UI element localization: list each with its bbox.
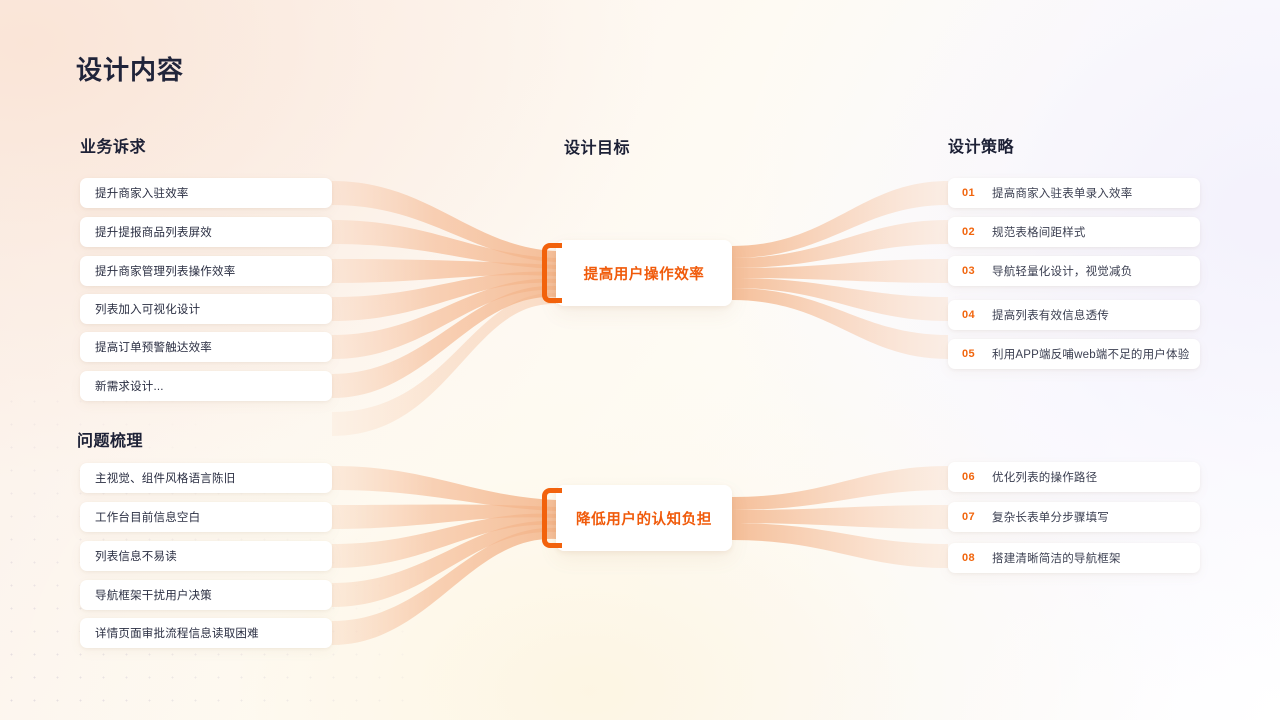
column-header-design-goals: 设计目标 bbox=[564, 140, 631, 157]
strategy-number: 05 bbox=[962, 348, 976, 360]
strategy-label: 导航轻量化设计，视觉减负 bbox=[992, 266, 1133, 278]
strategy-label: 优化列表的操作路径 bbox=[992, 472, 1098, 484]
column-header-problems: 问题梳理 bbox=[77, 433, 144, 450]
strategy-number: 02 bbox=[962, 226, 976, 238]
list-item[interactable]: 提升商家入驻效率 bbox=[80, 178, 332, 208]
list-item[interactable]: 导航框架干扰用户决策 bbox=[80, 580, 332, 610]
design-goal-card[interactable]: 提高用户操作效率 bbox=[542, 240, 732, 306]
page-title: 设计内容 bbox=[76, 55, 185, 85]
strategy-label: 提高商家入驻表单录入效率 bbox=[992, 188, 1133, 200]
table-row[interactable]: 03 导航轻量化设计，视觉减负 bbox=[948, 256, 1200, 286]
table-row[interactable]: 07 复杂长表单分步骤填写 bbox=[948, 502, 1200, 532]
list-item[interactable]: 新需求设计... bbox=[80, 371, 332, 401]
list-item[interactable]: 提升商家管理列表操作效率 bbox=[80, 256, 332, 286]
strategy-label: 利用APP端反哺web端不足的用户体验 bbox=[992, 349, 1190, 361]
strategy-number: 01 bbox=[962, 187, 976, 199]
design-goal-label: 提高用户操作效率 bbox=[583, 266, 705, 283]
design-goal-label: 降低用户的认知负担 bbox=[576, 511, 712, 528]
strategy-number: 06 bbox=[962, 471, 976, 483]
list-item[interactable]: 列表加入可视化设计 bbox=[80, 294, 332, 324]
table-row[interactable]: 04 提高列表有效信息透传 bbox=[948, 300, 1200, 330]
table-row[interactable]: 05 利用APP端反哺web端不足的用户体验 bbox=[948, 339, 1200, 369]
strategy-number: 08 bbox=[962, 552, 976, 564]
table-row[interactable]: 06 优化列表的操作路径 bbox=[948, 462, 1200, 492]
bracket-accent-icon bbox=[542, 243, 562, 303]
bracket-accent-icon bbox=[542, 488, 562, 548]
list-item[interactable]: 详情页面审批流程信息读取困难 bbox=[80, 618, 332, 648]
strategy-number: 07 bbox=[962, 511, 976, 523]
list-item[interactable]: 工作台目前信息空白 bbox=[80, 502, 332, 532]
strategy-label: 复杂长表单分步骤填写 bbox=[992, 512, 1109, 524]
table-row[interactable]: 08 搭建清晰简洁的导航框架 bbox=[948, 543, 1200, 573]
table-row[interactable]: 01 提高商家入驻表单录入效率 bbox=[948, 178, 1200, 208]
list-item[interactable]: 提升提报商品列表屏效 bbox=[80, 217, 332, 247]
design-goal-card[interactable]: 降低用户的认知负担 bbox=[542, 485, 732, 551]
strategy-number: 03 bbox=[962, 265, 976, 277]
strategy-label: 规范表格间距样式 bbox=[992, 227, 1086, 239]
column-header-design-strategies: 设计策略 bbox=[948, 139, 1015, 156]
list-item[interactable]: 列表信息不易读 bbox=[80, 541, 332, 571]
list-item[interactable]: 提高订单预警触达效率 bbox=[80, 332, 332, 362]
strategy-label: 提高列表有效信息透传 bbox=[992, 310, 1109, 322]
strategy-number: 04 bbox=[962, 309, 976, 321]
strategy-label: 搭建清晰简洁的导航框架 bbox=[992, 553, 1121, 565]
column-header-business-needs: 业务诉求 bbox=[80, 139, 147, 156]
list-item[interactable]: 主视觉、组件风格语言陈旧 bbox=[80, 463, 332, 493]
table-row[interactable]: 02 规范表格间距样式 bbox=[948, 217, 1200, 247]
